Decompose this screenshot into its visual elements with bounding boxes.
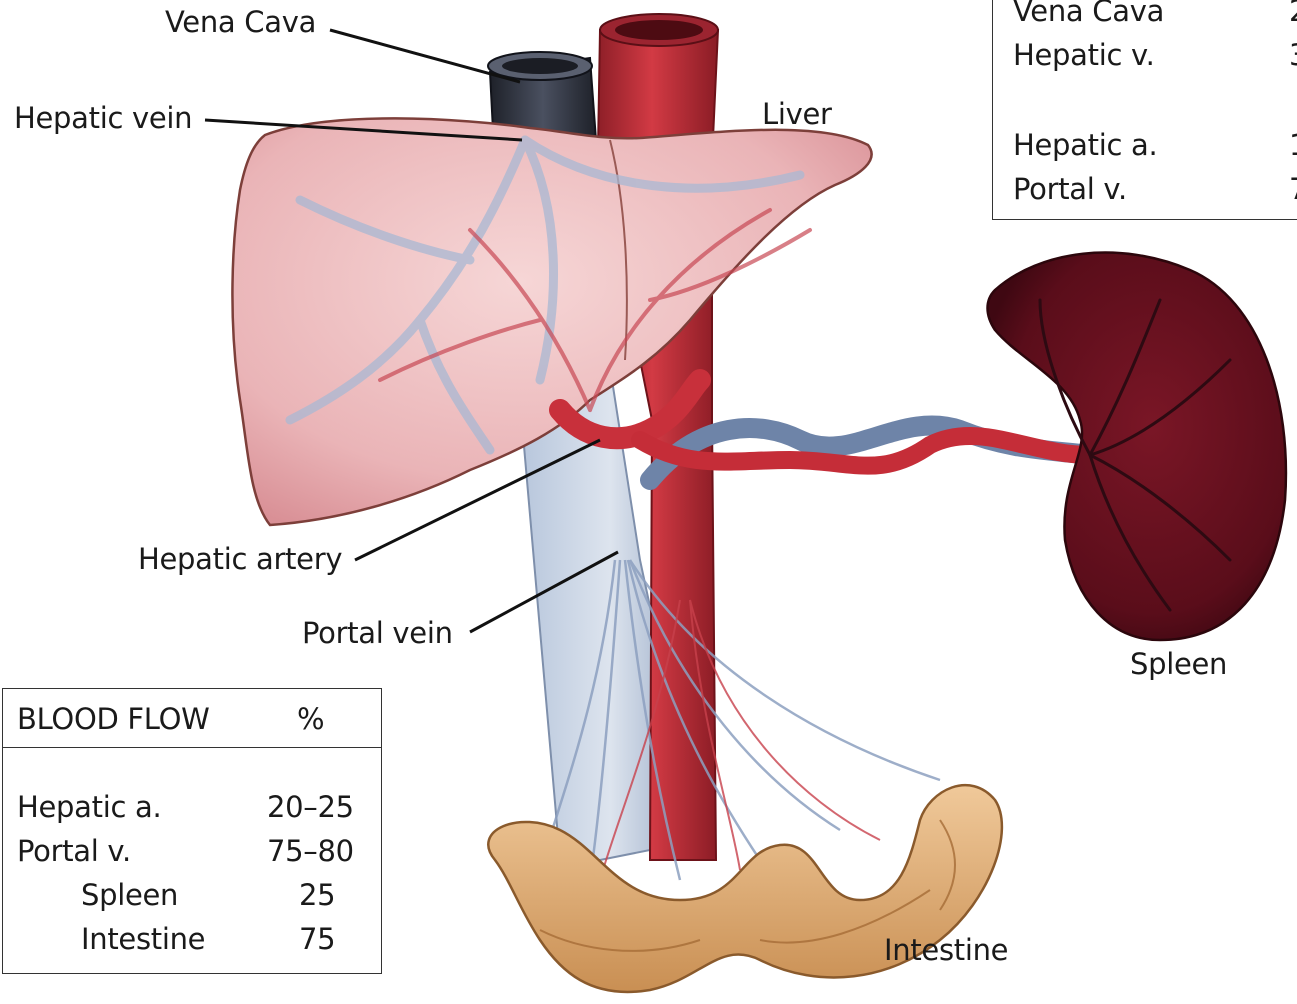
table-row-name: Intestine [81,925,205,954]
partial-row-value: 3 [1289,41,1297,70]
table-header-label: BLOOD FLOW [17,705,210,734]
label-spleen: Spleen [1130,650,1227,679]
table-row-value: 75–80 [267,837,354,866]
partial-row-value: 1 [1289,131,1297,160]
partial-row-name: Hepatic v. [1013,41,1155,70]
table-row-value: 75 [299,925,335,954]
table-row-value: 25 [299,881,335,910]
label-hepatic-vein: Hepatic vein [14,104,192,133]
label-intestine: Intestine [884,936,1008,965]
label-hepatic-artery: Hepatic artery [138,545,342,574]
table-row-name: Portal v. [17,837,131,866]
label-vena-cava: Vena Cava [165,8,316,37]
partial-row-value: 2 [1289,0,1297,26]
label-portal-vein: Portal vein [302,619,453,648]
table-row-value: 20–25 [267,793,354,822]
blood-flow-table: BLOOD FLOW % Hepatic a. 20–25 Portal v. … [2,688,382,974]
vena-cava-leader [330,30,520,82]
table-header-divider [3,747,381,748]
partial-row-name: Vena Cava [1013,0,1164,26]
partial-row-name: Hepatic a. [1013,131,1157,160]
label-liver: Liver [762,100,832,129]
table-header-unit: % [297,705,324,734]
partial-row-name: Portal v. [1013,175,1127,204]
table-row-name: Hepatic a. [17,793,161,822]
table-row-name: Spleen [81,881,178,910]
partial-row-value: 7 [1289,175,1297,204]
partial-table: Vena Cava 2 Hepatic v. 3 Hepatic a. 1 Po… [992,0,1297,220]
